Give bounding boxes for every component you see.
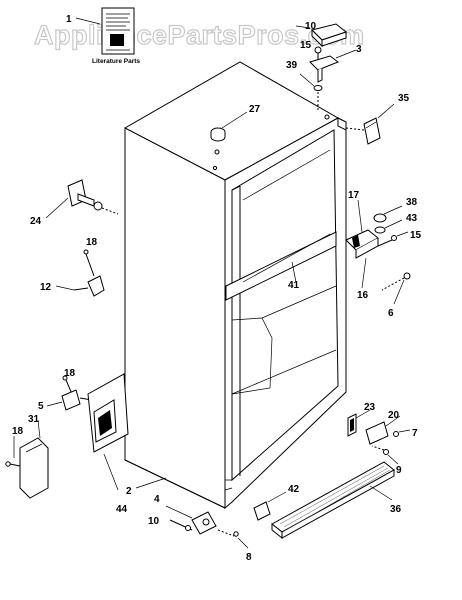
literature-label: Literature Parts: [92, 58, 140, 65]
callout-38: 38: [406, 197, 418, 208]
callout-43: 43: [406, 213, 418, 224]
callout-41: 41: [288, 280, 300, 291]
callout-20: 20: [388, 410, 400, 421]
callout-10-bottom: 10: [148, 516, 160, 527]
watermark-text: AppliancePartsPros.com: [34, 20, 365, 50]
callout-1: 1: [66, 14, 72, 25]
part-27-plug: 27: [210, 104, 261, 142]
callout-39: 39: [286, 60, 298, 71]
callout-27: 27: [249, 104, 261, 115]
callout-6: 6: [388, 308, 394, 319]
callout-12: 12: [40, 282, 52, 293]
callout-23: 23: [364, 402, 376, 413]
callout-18-mid: 18: [64, 368, 76, 379]
center-hinge-parts: 17 38 43 15 16 6: [345, 190, 422, 319]
lower-right-parts: 23 20 7 9 36: [271, 402, 418, 540]
lower-left-parts: 18 5 44 31 18 2: [5, 368, 167, 515]
top-hinge-parts: 10 15 3 39: [286, 21, 362, 110]
literature-parts: Literature Parts: [92, 7, 140, 65]
part-35-trim: 35: [345, 93, 410, 145]
lower-center-parts: 4 10 8 42: [148, 484, 300, 563]
callout-8: 8: [246, 552, 252, 563]
callout-17: 17: [348, 190, 360, 201]
callout-15-top: 15: [300, 40, 312, 51]
callout-35: 35: [398, 93, 410, 104]
callout-36: 36: [390, 504, 402, 515]
callout-44: 44: [116, 504, 128, 515]
callout-31: 31: [28, 414, 40, 425]
callout-9: 9: [396, 465, 402, 476]
callout-3: 3: [356, 44, 362, 55]
callout-16: 16: [357, 290, 369, 301]
callout-15-mid: 15: [410, 230, 422, 241]
refrigerator-cabinet: [123, 61, 347, 510]
callout-4: 4: [154, 494, 160, 505]
callout-18-upper: 18: [86, 237, 98, 248]
callout-2: 2: [126, 486, 132, 497]
callout-24: 24: [30, 216, 42, 227]
parts-18-12-left: 18 12: [40, 237, 105, 297]
callout-18-lower: 18: [12, 426, 24, 437]
callout-7: 7: [412, 428, 418, 439]
callout-10-top: 10: [305, 21, 317, 32]
callout-5: 5: [38, 401, 44, 412]
callout-42: 42: [288, 484, 300, 495]
part-24-bracket: 24: [30, 179, 119, 227]
